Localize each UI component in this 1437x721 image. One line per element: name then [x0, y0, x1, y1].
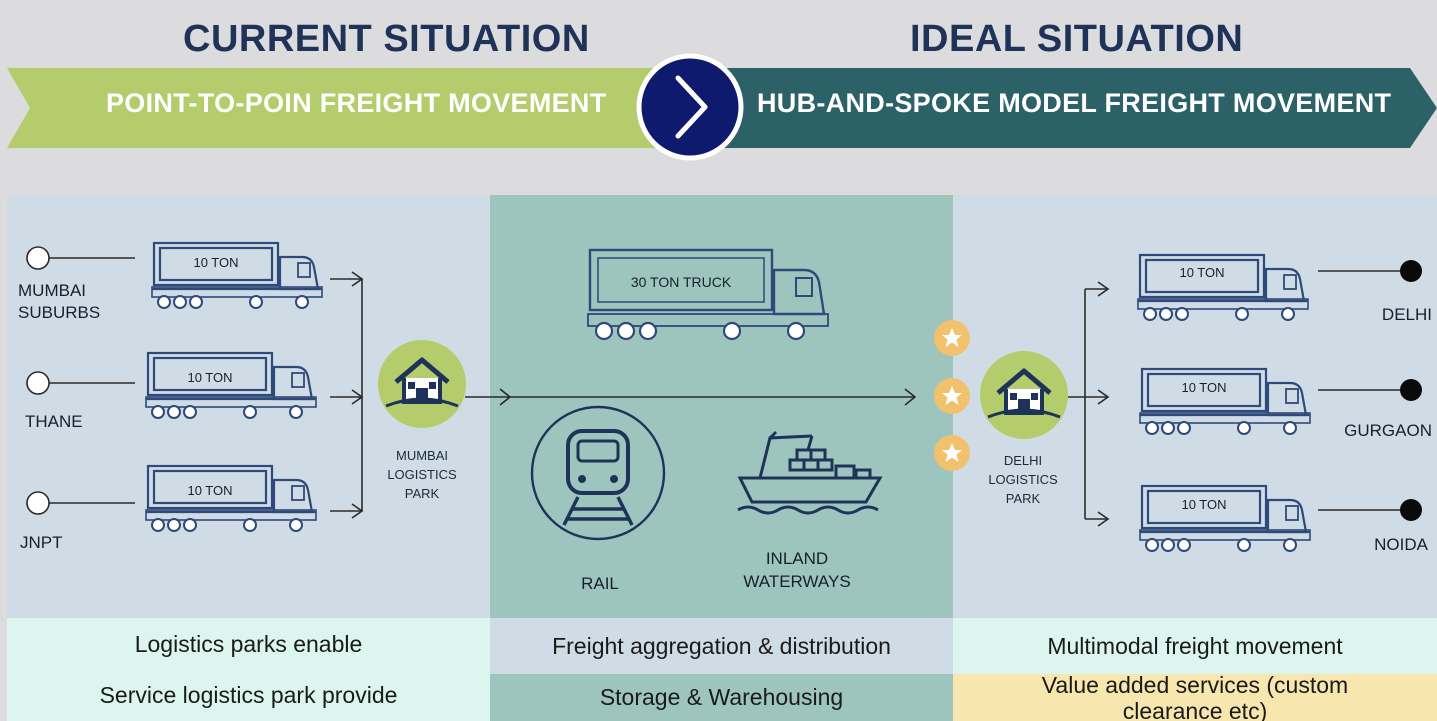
delhi-park-house-icon: [980, 351, 1068, 439]
delhi-park-label: DELHI LOGISTICS PARK: [988, 453, 1058, 506]
star-icon-bottom: [934, 435, 970, 471]
truck-label: 10 TON: [187, 370, 233, 385]
star-icon-top: [934, 320, 970, 356]
current-banner: [7, 68, 690, 148]
destination-delhi: DELHI: [1381, 305, 1432, 324]
truck-thane: [144, 351, 318, 420]
footer-middle-1: Freight aggregation & distribution: [490, 618, 953, 674]
destination-connectors: [1068, 270, 1400, 527]
footer-left-2: Service logistics park provide: [7, 670, 490, 721]
footer-right-1: Multimodal freight movement: [953, 618, 1437, 674]
footer-middle-2: Storage & Warehousing: [490, 674, 953, 721]
footer-right-2: Value added services (custom clearance e…: [953, 674, 1437, 721]
truck-mumbai-suburbs: [150, 241, 324, 310]
truck-30-label: 30 TON TRUCK: [630, 274, 732, 290]
destination-noida: NOIDA: [1374, 535, 1428, 554]
origin-connectors: [26, 246, 917, 519]
ideal-title: IDEAL SITUATION: [910, 18, 1244, 60]
destination-gurgaon: GURGAON: [1344, 421, 1432, 440]
truck-label: 10 TON: [193, 255, 239, 270]
ideal-banner-text: HUB-AND-SPOKE MODEL FREIGHT MOVEMENT: [757, 88, 1392, 118]
mumbai-park-label: MUMBAI LOGISTICS PARK: [387, 448, 457, 501]
origin-jnpt: JNPT: [20, 533, 63, 552]
mumbai-park-house-icon: [378, 340, 466, 428]
truck-label: 10 TON: [1179, 265, 1225, 280]
waterways-label: INLAND WATERWAYS: [743, 549, 851, 591]
truck-label: 10 TON: [187, 483, 233, 498]
truck-30-ton: [587, 248, 829, 341]
current-banner-text: POINT-TO-POIN FREIGHT MOVEMENT: [106, 88, 607, 118]
chevron-right-icon: [636, 53, 744, 161]
middle-panel: [490, 195, 953, 618]
footer-left-1: Logistics parks enable: [7, 618, 490, 670]
current-title: CURRENT SITUATION: [183, 18, 590, 60]
origin-mumbai-suburbs: MUMBAI SUBURBS: [18, 281, 101, 322]
truck-noida: [1138, 484, 1312, 553]
truck-jnpt: [144, 464, 318, 533]
rail-label: RAIL: [581, 574, 619, 593]
truck-gurgaon: [1138, 367, 1312, 436]
rail-icon: [530, 405, 666, 541]
ship-icon: [737, 430, 883, 515]
star-icon-middle: [934, 378, 970, 414]
truck-label: 10 TON: [1181, 380, 1227, 395]
origin-thane: THANE: [25, 412, 83, 431]
truck-label: 10 TON: [1181, 497, 1227, 512]
ideal-banner: [700, 68, 1437, 148]
